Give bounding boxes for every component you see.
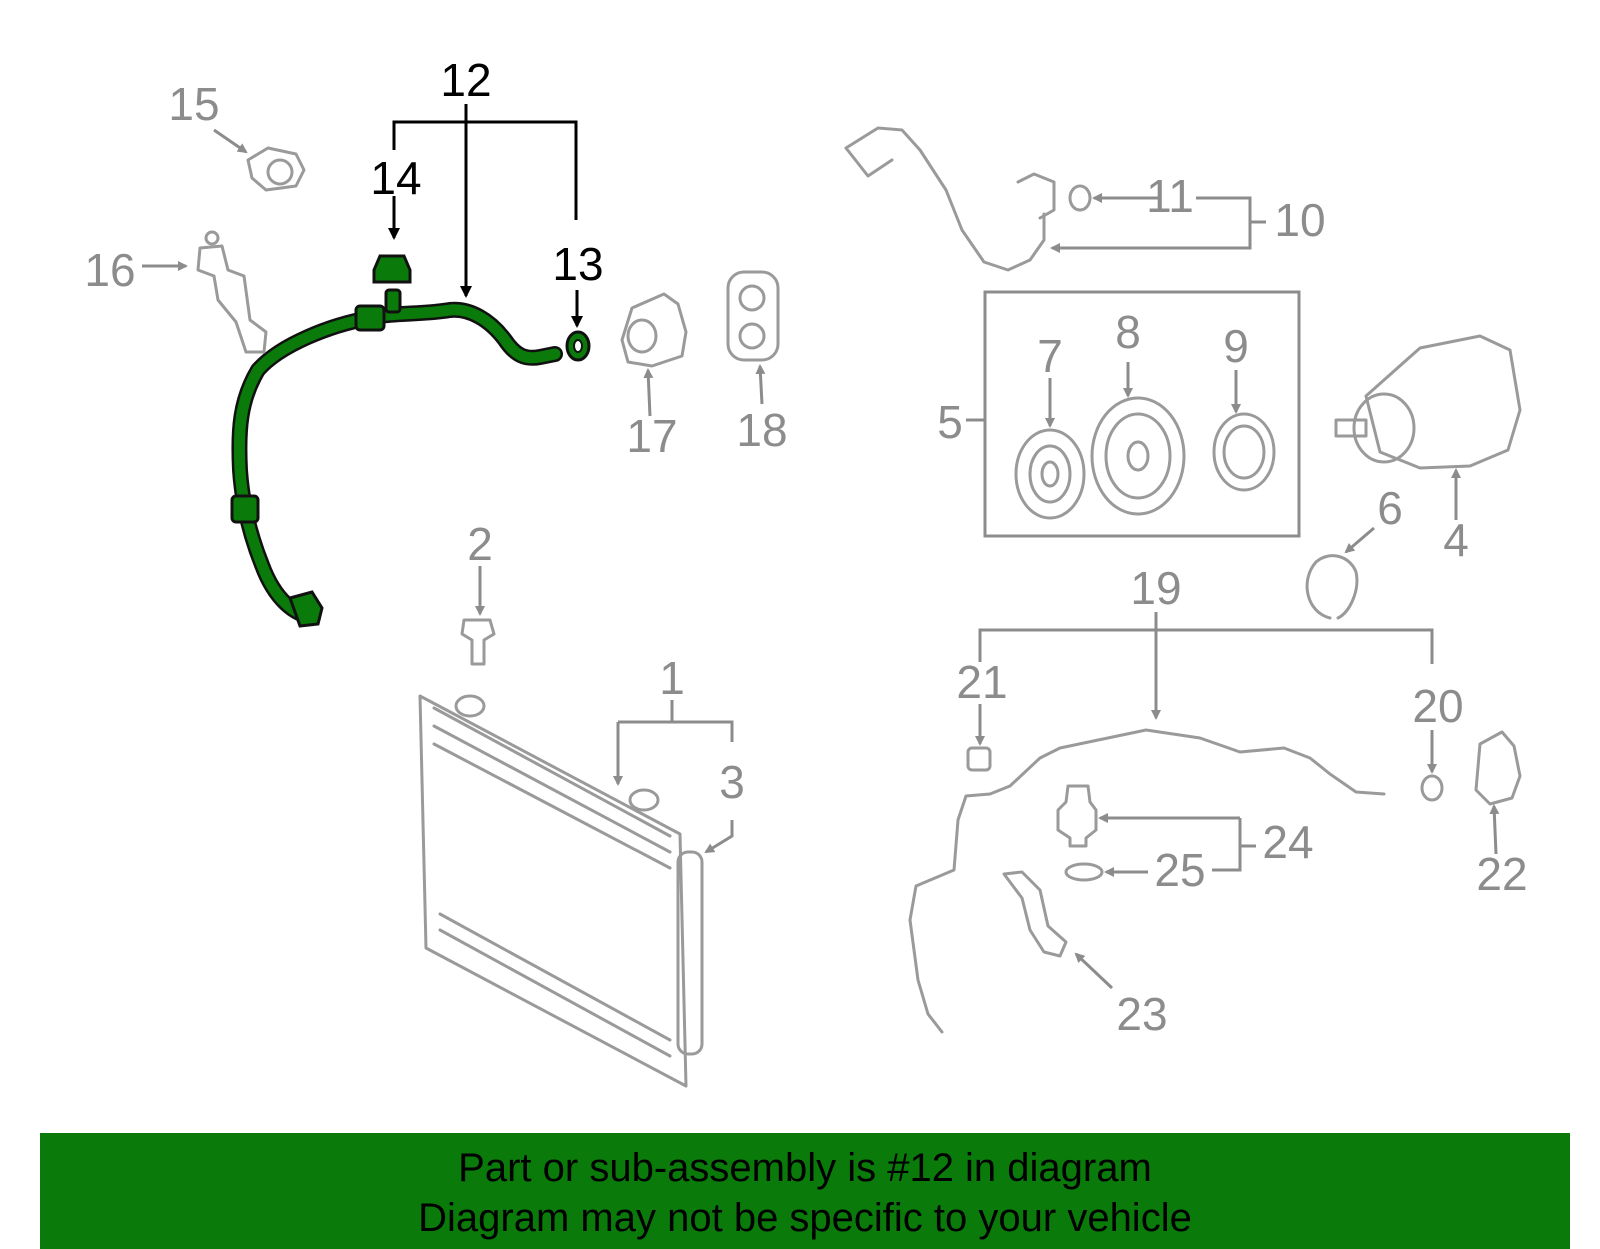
part-22-cap[interactable] xyxy=(1474,730,1522,806)
callout-2: 2 xyxy=(467,518,493,570)
part-7-clutch-hub[interactable] xyxy=(1014,428,1086,520)
callout-8: 8 xyxy=(1115,306,1141,358)
callout-9: 9 xyxy=(1223,320,1249,372)
callout-3: 3 xyxy=(719,756,745,808)
info-banner: Part or sub-assembly is #12 in diagram D… xyxy=(40,1133,1570,1249)
callout-25: 25 xyxy=(1154,844,1205,896)
part-23-bracket[interactable] xyxy=(1002,870,1068,958)
callout-13: 13 xyxy=(552,238,603,290)
callout-18: 18 xyxy=(736,404,787,456)
part-13-o-ring[interactable] xyxy=(565,330,591,362)
callout-23: 23 xyxy=(1116,988,1167,1040)
part-4-compressor[interactable] xyxy=(1334,334,1522,470)
callout-16: 16 xyxy=(84,244,135,296)
callout-6: 6 xyxy=(1377,482,1403,534)
callout-7: 7 xyxy=(1037,330,1063,382)
banner-line-disclaimer: Diagram may not be specific to your vehi… xyxy=(418,1196,1192,1240)
part-10-suction-hose[interactable] xyxy=(844,126,1056,272)
part-9-coil[interactable] xyxy=(1212,412,1276,492)
callout-11: 11 xyxy=(1146,170,1194,222)
part-19-liquid-line[interactable] xyxy=(908,728,1386,1034)
part-12-discharge-hose[interactable] xyxy=(230,288,563,628)
part-11-o-ring[interactable] xyxy=(1068,184,1092,212)
callout-17: 17 xyxy=(626,410,677,462)
callout-14: 14 xyxy=(370,152,421,204)
callout-1: 1 xyxy=(659,652,685,704)
part-14-cap[interactable] xyxy=(372,254,412,284)
part-20-o-ring[interactable] xyxy=(1420,774,1444,802)
callout-10: 10 xyxy=(1274,194,1325,246)
part-2-bolt[interactable] xyxy=(460,618,496,666)
callout-4: 4 xyxy=(1443,514,1469,566)
callout-24: 24 xyxy=(1262,816,1313,868)
part-15-clip[interactable] xyxy=(246,146,306,192)
callout-21: 21 xyxy=(956,656,1007,708)
part-16-bracket[interactable] xyxy=(196,230,268,354)
callout-5: 5 xyxy=(937,396,963,448)
part-6-snap-ring[interactable] xyxy=(1305,554,1359,620)
part-1-condenser[interactable] xyxy=(418,694,688,1088)
part-5-clutch-kit-box[interactable] xyxy=(983,290,1301,538)
part-21-cap[interactable] xyxy=(966,746,992,772)
part-18-seal[interactable] xyxy=(726,270,780,362)
callout-15: 15 xyxy=(168,78,219,130)
part-17-cap[interactable] xyxy=(620,292,688,368)
part-24-pressure-switch[interactable] xyxy=(1056,784,1098,848)
callout-20: 20 xyxy=(1412,680,1463,732)
part-25-o-ring[interactable] xyxy=(1064,862,1104,882)
part-3-receiver-drier[interactable] xyxy=(676,850,704,1056)
callout-22: 22 xyxy=(1476,848,1527,900)
banner-line-part: Part or sub-assembly is #12 in diagram xyxy=(458,1146,1152,1190)
leader-lines xyxy=(142,104,1500,990)
part-8-pulley[interactable] xyxy=(1090,396,1186,516)
callout-12: 12 xyxy=(440,54,491,106)
callout-19: 19 xyxy=(1130,562,1181,614)
callout-labels: 12 14 13 15 16 17 18 11 10 5 7 8 9 4 6 2… xyxy=(84,54,1527,1040)
